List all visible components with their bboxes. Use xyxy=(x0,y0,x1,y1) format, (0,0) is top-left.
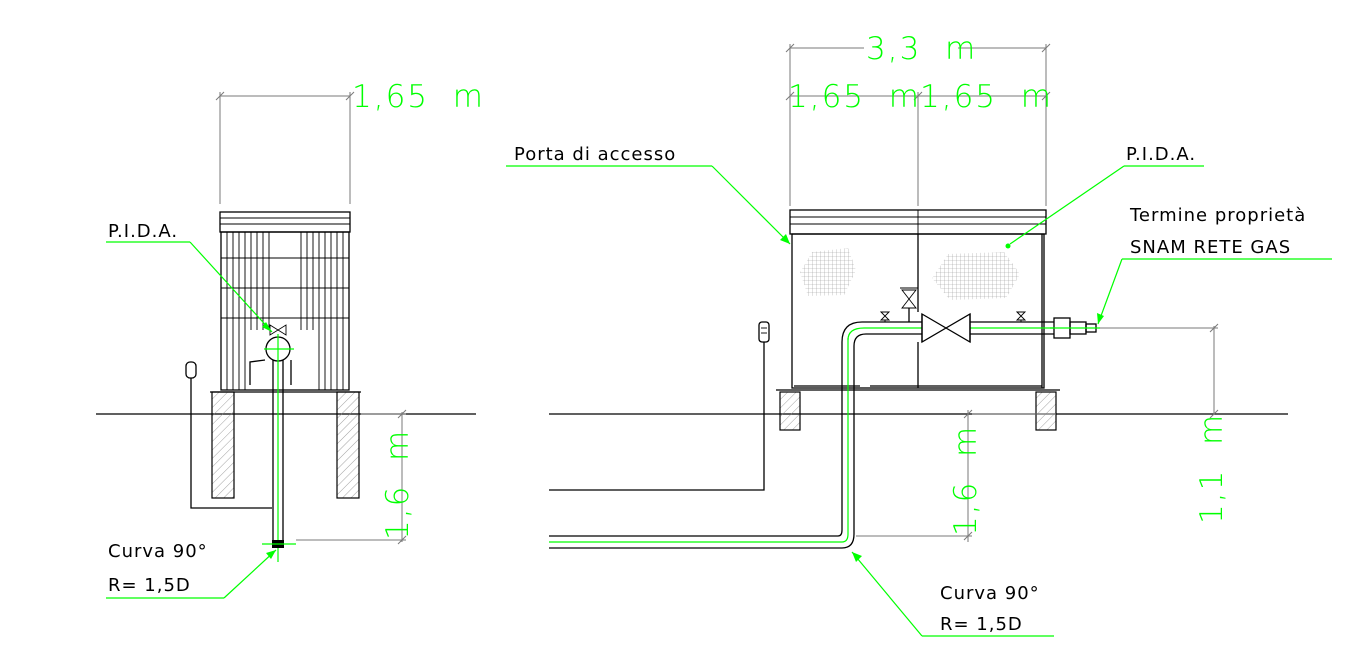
svg-text:P.I.D.A.: P.I.D.A. xyxy=(108,221,178,242)
svg-text:SNAM RETE GAS: SNAM RETE GAS xyxy=(1130,237,1291,258)
left-pedestal-2 xyxy=(336,391,360,499)
height-dimension-text: 1,1 m xyxy=(1194,413,1230,524)
right-cabinet-body xyxy=(776,233,1060,391)
left-pida-valve xyxy=(264,324,294,362)
total-width-dimension: 3,3 m xyxy=(785,31,1051,206)
pida-grid-patch-1 xyxy=(800,248,856,296)
right-depth-dimension: 1,6 m xyxy=(856,409,1056,542)
svg-text:Termine proprietà: Termine proprietà xyxy=(1129,205,1306,226)
small-valve-1 xyxy=(879,311,891,321)
ownership-flange xyxy=(1050,317,1100,339)
left-view: 1,65 m 1,6 m P.I.D.A. Curva 90° R= 1,5D xyxy=(96,79,485,599)
ownership-label: Termine proprietà SNAM RETE GAS xyxy=(1097,205,1332,325)
left-bay-dimension-text: 1,65 m xyxy=(788,79,921,115)
right-pida-label: P.I.D.A. xyxy=(1005,144,1204,249)
right-bay-dimension-text: 1,65 m xyxy=(920,79,1053,115)
svg-text:Curva 90°: Curva 90° xyxy=(108,541,208,562)
left-cabinet-grille xyxy=(220,231,350,391)
left-depth-dimension: 1,6 m xyxy=(296,409,416,545)
right-cabinet-roof xyxy=(789,209,1047,235)
vent-valve xyxy=(900,287,918,322)
left-curve-label: Curva 90° R= 1,5D xyxy=(106,541,277,599)
left-cabinet-roof xyxy=(219,211,351,233)
left-width-dimension-text: 1,65 m xyxy=(352,79,485,115)
small-valve-2 xyxy=(1015,311,1027,321)
right-curve-label: Curva 90° R= 1,5D xyxy=(851,551,1054,637)
left-pedestal-1 xyxy=(211,391,235,499)
left-pida-label: P.I.D.A. xyxy=(106,221,273,333)
main-valve xyxy=(921,312,971,344)
svg-text:P.I.D.A.: P.I.D.A. xyxy=(1126,144,1196,165)
door-label: Porta di accesso xyxy=(506,144,791,245)
right-side-instrument xyxy=(549,321,770,491)
bay-dimensions: 1,65 m 1,65 m xyxy=(785,79,1053,206)
height-dimension: 1,1 m xyxy=(1100,323,1230,524)
svg-text:R= 1,5D: R= 1,5D xyxy=(108,575,191,596)
left-side-instrument xyxy=(185,361,272,509)
right-pedestal-2 xyxy=(1035,391,1057,431)
right-view: 3,3 m 1,65 m 1,65 m 1,6 m xyxy=(506,31,1332,637)
left-pipe xyxy=(249,359,296,562)
svg-text:R= 1,5D: R= 1,5D xyxy=(940,614,1023,635)
right-pedestal-1 xyxy=(779,391,801,431)
right-pipeline xyxy=(549,321,1054,549)
left-width-dimension: 1,65 m xyxy=(215,79,485,204)
left-depth-dimension-text: 1,6 m xyxy=(380,429,416,540)
right-depth-dimension-text: 1,6 m xyxy=(948,425,984,536)
svg-text:Porta di accesso: Porta di accesso xyxy=(514,144,676,165)
svg-text:Curva 90°: Curva 90° xyxy=(940,583,1040,604)
pida-grid-patch-2 xyxy=(932,252,1020,300)
total-width-dimension-text: 3,3 m xyxy=(866,31,977,67)
